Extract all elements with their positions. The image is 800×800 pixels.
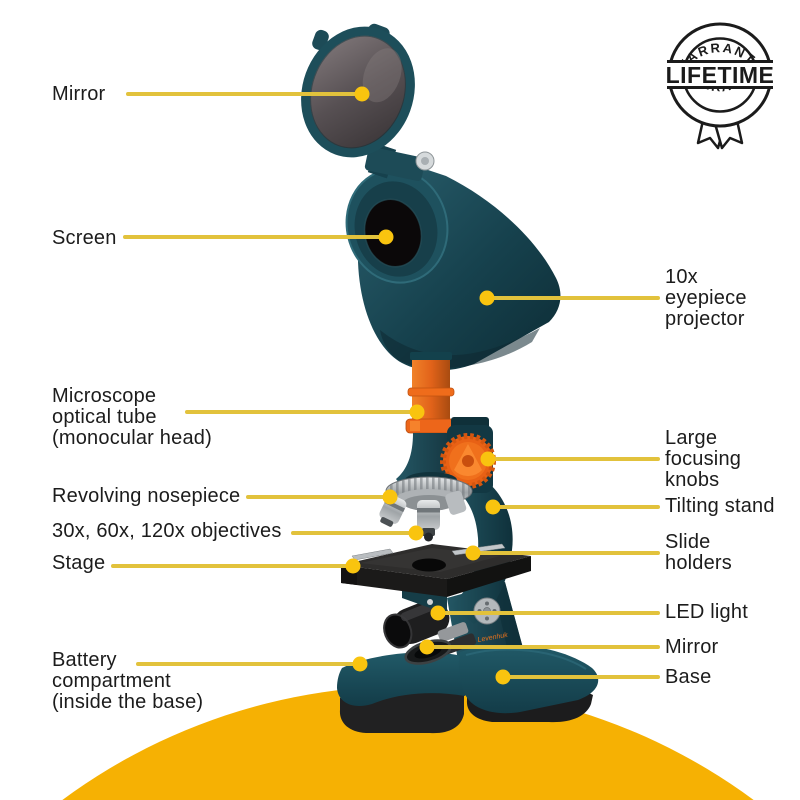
badge-lifetime-text: LIFETIME <box>666 62 775 88</box>
objective-center <box>417 500 440 542</box>
label-projector: 10x eyepiece projector <box>665 266 747 330</box>
focusing-assembly <box>440 417 496 493</box>
led-clamp <box>437 622 469 642</box>
label-slide-holders: Slide holders <box>665 531 732 574</box>
objective-right <box>445 490 467 515</box>
screen <box>345 168 449 284</box>
badge-band-line-top <box>667 60 773 63</box>
leader-dots <box>345 86 511 685</box>
badge-band-line-bottom <box>667 86 773 89</box>
lifetime-warranty-badge: WARRANTY WARRANTY LIFETIME <box>664 22 776 150</box>
base <box>337 645 599 734</box>
label-led-light: LED light <box>665 601 748 623</box>
label-focus-knobs: Large focusing knobs <box>665 427 742 491</box>
label-nosepiece: Revolving nosepiece <box>52 485 241 507</box>
label-screen: Screen <box>52 227 117 249</box>
mirror-hinge <box>364 143 435 182</box>
label-battery: Battery compartment (inside the base) <box>52 649 204 713</box>
label-mirror-bottom: Mirror <box>665 636 719 658</box>
leader-lines <box>111 92 660 679</box>
label-optical-tube: Microscope optical tube (monocular head) <box>52 385 212 449</box>
label-tilting-stand: Tilting stand <box>665 495 775 517</box>
badge-band <box>664 61 776 89</box>
label-mirror-top: Mirror <box>52 83 106 105</box>
optical-tube <box>405 352 457 434</box>
label-base: Base <box>665 666 712 688</box>
label-objectives: 30x, 60x, 120x objectives <box>52 520 282 542</box>
top-mirror <box>301 23 415 158</box>
label-stage: Stage <box>52 552 106 574</box>
